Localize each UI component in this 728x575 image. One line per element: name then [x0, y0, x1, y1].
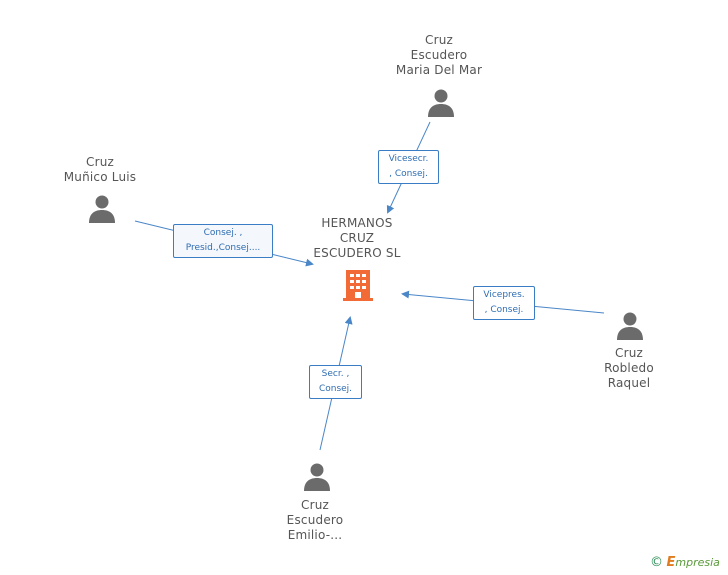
copyright-icon: ©	[650, 555, 663, 570]
role-box-raquel[interactable]: Vicepres. , Consej.	[473, 286, 535, 320]
brand-initial: E	[666, 555, 676, 570]
person-icon[interactable]	[615, 311, 645, 341]
person-icon[interactable]	[302, 462, 332, 492]
building-icon[interactable]	[343, 268, 373, 302]
person-icon[interactable]	[87, 194, 117, 224]
role-box-munico[interactable]: Consej. , Presid.,Consej....	[173, 224, 273, 258]
role-box-emilio[interactable]: Secr. , Consej.	[309, 365, 362, 399]
person-name-emilio[interactable]: Cruz Escudero Emilio-...	[286, 498, 344, 542]
person-icon[interactable]	[426, 88, 456, 118]
person-name-maria[interactable]: Cruz Escudero Maria Del Mar	[395, 33, 483, 77]
brand-footer: © Empresia	[650, 555, 720, 570]
brand-name: mpresia	[675, 556, 720, 569]
role-box-maria[interactable]: Vicesecr. , Consej.	[378, 150, 439, 184]
company-name[interactable]: HERMANOS CRUZ ESCUDERO SL	[313, 216, 401, 260]
person-name-munico[interactable]: Cruz Muñico Luis	[63, 155, 137, 184]
person-name-raquel[interactable]: Cruz Robledo Raquel	[604, 346, 654, 390]
